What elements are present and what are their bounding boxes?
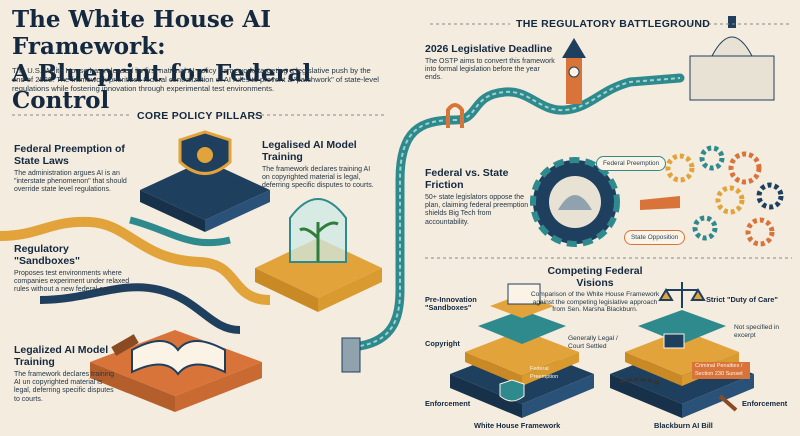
deadline-body: The OSTP aims to convert this framework … xyxy=(425,57,555,81)
pillar-training-bottom-body: The framework declares training AI un co… xyxy=(14,371,114,403)
deadline-title: 2026 Legislative Deadline xyxy=(425,43,553,55)
core-pillars-header: CORE POLICY PILLARS xyxy=(137,110,263,122)
pillar-preemption: Federal Preemption of State Laws The adm… xyxy=(14,143,134,195)
friction-body: 50+ state legislators oppose the plan, c… xyxy=(425,194,529,226)
chain-icon xyxy=(619,377,661,386)
pillar-training-top: Legalised AI Model Training The framewor… xyxy=(262,139,378,191)
battleground-header: THE REGULATORY BATTLEGROUND xyxy=(516,18,711,30)
stack-name-white-house: White House Framework xyxy=(474,421,561,430)
intro-text: The U.S. White House has released its fi… xyxy=(12,66,379,93)
chart-board-icon xyxy=(507,283,541,305)
open-book-icon xyxy=(131,340,226,376)
ribbon-penalties: Criminal Penalties / Section 230 Sunset xyxy=(692,362,750,380)
gavel-small-icon xyxy=(718,394,738,412)
stack-white-house xyxy=(450,283,594,418)
pillar-training-bottom: Legalized AI Model Training The framewor… xyxy=(14,344,114,404)
navy-pipe xyxy=(39,283,241,334)
federal-preemption-tag: Federal Preemption xyxy=(596,156,667,171)
capitol-icon xyxy=(689,16,775,101)
clock-tower-icon xyxy=(562,38,586,104)
pillar-training-top-body: The framework declares training AI on co… xyxy=(262,166,374,190)
gold-pipe xyxy=(0,216,271,305)
label-copyright: Copyright xyxy=(425,339,460,348)
pillar-sandboxes-body: Proposes test environments where compani… xyxy=(14,270,130,294)
label-sandboxes: Pre-Innovation "Sandboxes" xyxy=(425,295,477,313)
label-generally-legal: Generally Legal / Court Settled xyxy=(568,335,618,350)
castle-tower-icon xyxy=(341,337,361,373)
label-duty-of-care: Strict "Duty of Care" xyxy=(706,295,778,304)
law-book-icon xyxy=(663,333,685,349)
pillar-preemption-body: The administration argues AI is an "inte… xyxy=(14,170,127,194)
page-title: The White House AI Framework: A Blueprin… xyxy=(12,6,382,114)
friction-block: Federal vs. State Friction 50+ state leg… xyxy=(425,167,529,227)
platform-book xyxy=(90,330,262,412)
visions-desc: Comparison of the White House Framework … xyxy=(530,291,660,314)
label-not-specified: Not specified in excerpt xyxy=(734,324,780,339)
platform-training xyxy=(255,198,382,312)
check-shield-icon xyxy=(499,379,525,402)
platform-preemption xyxy=(140,130,270,232)
shield-preemption-text: Federal Preemption xyxy=(530,366,559,380)
scales-icon xyxy=(658,282,706,308)
gate-arch-icon xyxy=(446,103,464,128)
pillar-sandboxes-title: Regulatory "Sandboxes" xyxy=(14,243,80,267)
fist-arm-icon xyxy=(640,196,680,210)
large-gear-icon xyxy=(530,157,620,247)
state-opposition-tag: State Opposition xyxy=(624,230,686,245)
pillar-training-top-title: Legalised AI Model Training xyxy=(262,139,357,163)
title-line-2: A Blueprint for Federal Control xyxy=(12,60,312,114)
pillar-training-bottom-title: Legalized AI Model Training xyxy=(14,344,109,368)
pillar-sandboxes: Regulatory "Sandboxes" Proposes test env… xyxy=(14,243,136,295)
label-enforcement-left: Enforcement xyxy=(425,399,471,408)
gear-cluster xyxy=(665,145,784,247)
gavel-icon xyxy=(111,334,139,356)
plant-icon xyxy=(299,221,339,262)
teal-pipe xyxy=(129,216,231,247)
stack-name-blackburn: Blackburn AI Bill xyxy=(654,421,713,430)
title-line-1: The White House AI Framework: xyxy=(12,6,272,60)
deadline-block: 2026 Legislative Deadline The OSTP aims … xyxy=(425,43,555,82)
visions-block: Competing Federal Visions Comparison of … xyxy=(530,265,660,314)
label-enforcement-right: Enforcement xyxy=(742,399,788,408)
friction-title: Federal vs. State Friction xyxy=(425,167,509,191)
visions-title: Competing Federal Visions xyxy=(547,265,643,289)
pillar-preemption-title: Federal Preemption of State Laws xyxy=(14,143,125,167)
